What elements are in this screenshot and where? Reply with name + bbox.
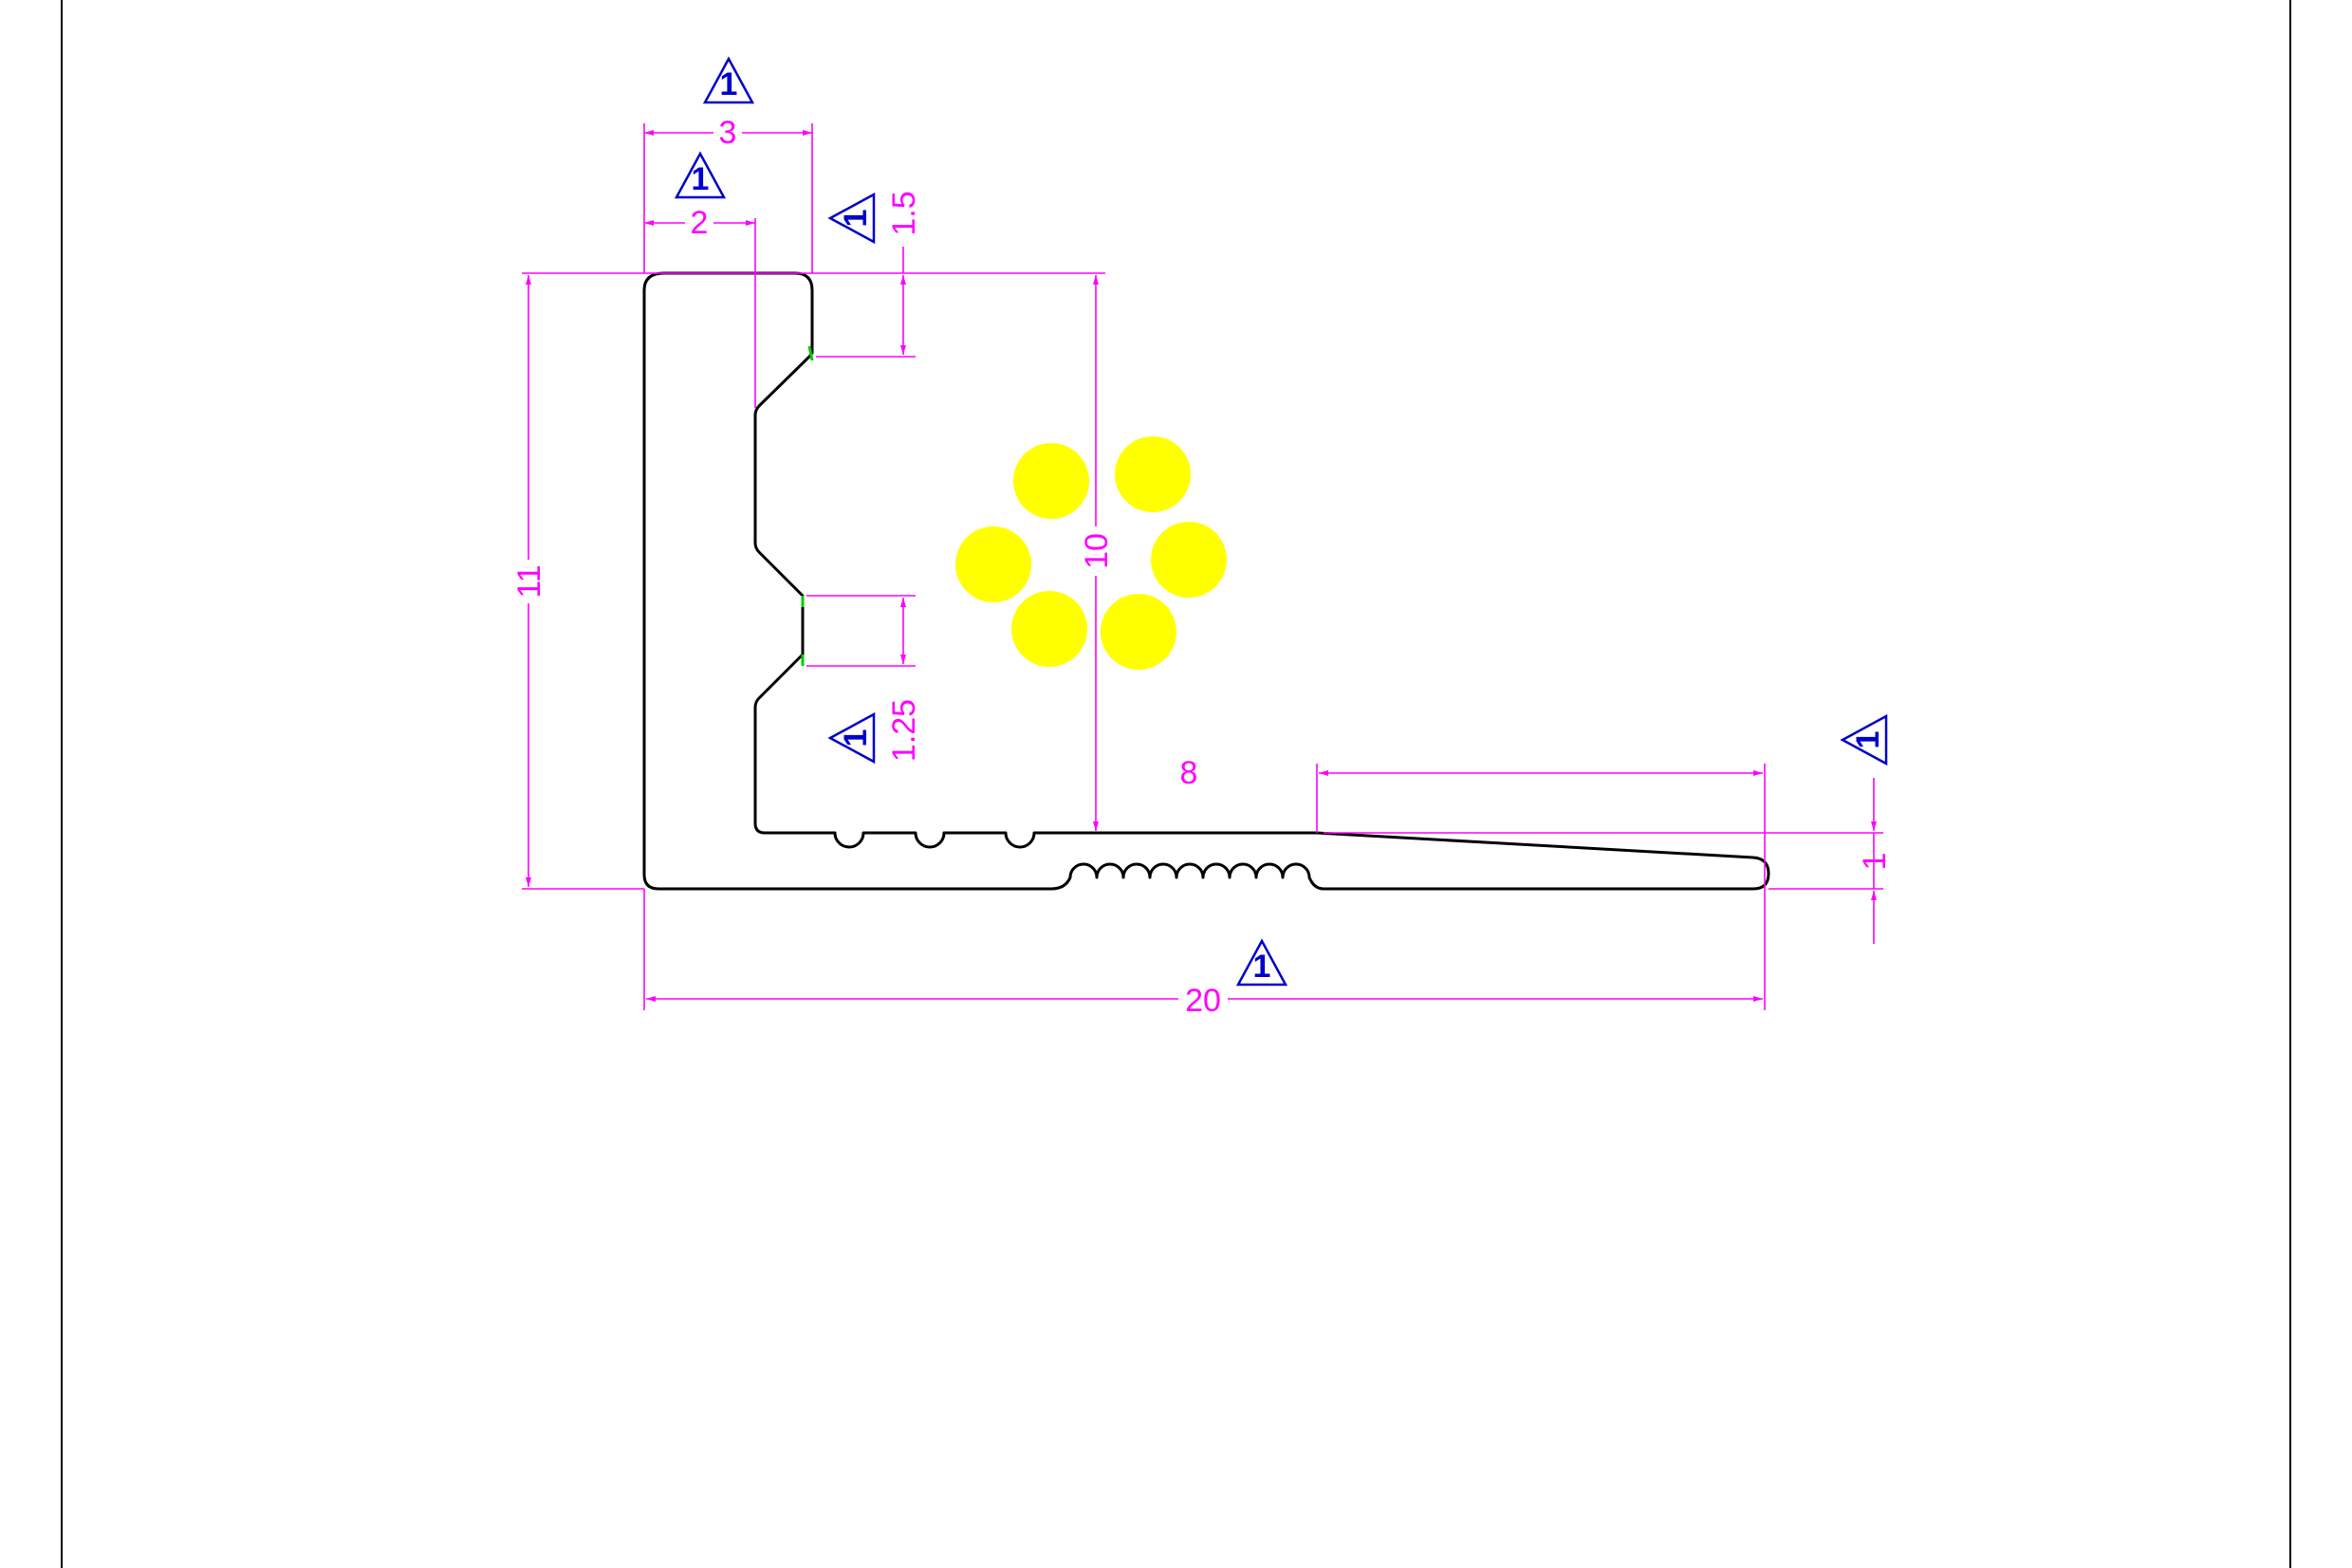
yellow-dot-icon — [1011, 591, 1087, 667]
revision-triangle-icon: 1 — [1841, 714, 1888, 766]
dim-text-20: 20 — [1185, 983, 1221, 1019]
dim-text-3: 3 — [719, 115, 737, 151]
profile-outline — [642, 271, 1770, 891]
revision-triangle-icon: 1 — [828, 193, 876, 244]
dot-cluster — [955, 436, 1227, 670]
yellow-dot-icon — [955, 526, 1031, 602]
yellow-dot-icon — [1151, 522, 1227, 598]
dim-text-11: 11 — [511, 564, 547, 598]
yellow-dot-icon — [1115, 436, 1191, 512]
revision-triangle-icon: 1 — [703, 57, 754, 104]
svg-text:1: 1 — [1253, 949, 1271, 985]
dimensions — [522, 123, 1883, 1010]
dim-text-2: 2 — [691, 205, 709, 241]
dim-text-10: 10 — [1079, 533, 1115, 569]
dim-text-1: 1 — [1857, 853, 1893, 871]
yellow-dot-icon — [1013, 443, 1089, 519]
accent-line-upper — [807, 345, 814, 361]
svg-text:1: 1 — [838, 210, 874, 228]
revision-triangle-icon: 1 — [1236, 939, 1287, 987]
svg-text:1: 1 — [692, 161, 710, 197]
dim-text-1-5: 1.5 — [886, 191, 922, 235]
dim-text-1-25: 1.25 — [886, 699, 922, 762]
revision-triangle-icon: 1 — [828, 712, 876, 764]
revision-triangle-icon: 1 — [675, 152, 726, 199]
svg-text:1: 1 — [838, 729, 874, 747]
svg-text:1: 1 — [720, 66, 738, 102]
yellow-dot-icon — [1101, 594, 1176, 670]
svg-text:1: 1 — [1850, 731, 1886, 749]
dim-text-8: 8 — [1180, 755, 1198, 791]
